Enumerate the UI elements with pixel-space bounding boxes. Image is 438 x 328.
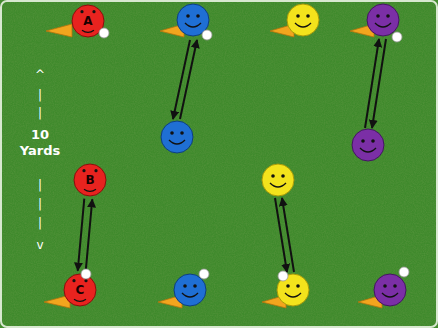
ball [99,28,109,38]
player-face [169,131,185,144]
player-node: B [73,163,107,197]
cone [46,24,72,37]
distance-marker: | [30,197,50,212]
pass-arrow [372,39,386,128]
player-eye [82,169,85,172]
player-face [185,14,201,27]
distance-marker: ^ [30,68,50,83]
player-body [64,274,96,306]
pass-arrow [86,199,93,271]
player-eye [94,169,97,172]
player [174,274,206,306]
pass-arrow [173,40,190,119]
ball [278,271,288,281]
player-face [295,14,311,27]
player [374,274,406,306]
players [161,4,406,306]
pass-arrows [173,39,386,272]
player-eye [72,279,75,282]
pass-arrow [180,40,197,119]
player-face [360,139,376,152]
distance-marker: v [30,238,50,253]
distance-marker: | [30,88,50,103]
balls [199,30,409,281]
pass-arrow [78,199,85,271]
distance-marker: | [30,106,50,121]
player-letter: A [83,15,92,27]
player [367,4,399,36]
player-face [375,14,391,27]
distance-marker: | [30,178,50,193]
ball [392,32,402,42]
player-smile [82,30,94,32]
ball [399,267,409,277]
pass-arrow [275,198,287,272]
distance-marker: | [30,216,50,231]
player-eye [84,279,87,282]
pass-arrow [282,198,294,272]
player-body [74,164,106,196]
player [287,4,319,36]
pass-arrow [365,39,379,128]
ball [199,269,209,279]
player-letter: C [76,284,85,296]
player-letter: B [85,174,94,186]
player-face [182,284,198,297]
player-smile [74,299,86,301]
player-face [285,284,301,297]
player-node: C [63,273,97,307]
player-eye [80,10,83,13]
player [262,164,294,196]
player [161,121,193,153]
cone-group [44,24,382,308]
player-eye [92,10,95,13]
player-face [270,174,286,187]
ball [202,30,212,40]
player-node: A [71,4,105,38]
player [352,129,384,161]
player-face [382,284,398,297]
player-smile [84,189,96,191]
distance-label: 10 Yards [13,127,67,160]
ball [81,269,91,279]
